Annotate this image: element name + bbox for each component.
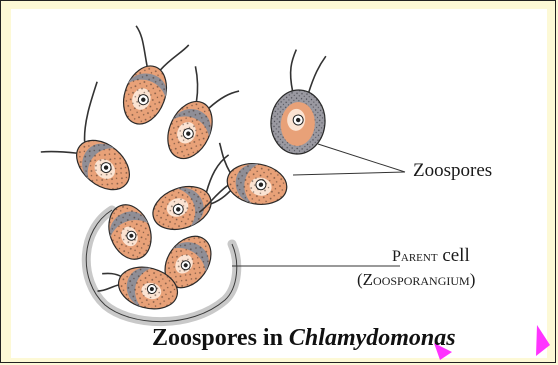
zoospore-4	[142, 155, 247, 237]
zoospore-2	[157, 66, 240, 169]
zoosporangium-label: (Zoosporangium)	[357, 270, 475, 290]
cell-word: cell	[442, 245, 469, 266]
caption-prefix: Zoospores in	[152, 325, 289, 351]
caption-genus: Chlamydomonas	[289, 325, 456, 351]
parent-cell-label: Parent cell	[392, 245, 470, 267]
leader-lines	[232, 144, 405, 266]
figure-caption: Zoospores in Chlamydomonas	[152, 325, 456, 352]
parent-word: Parent	[392, 248, 438, 265]
zoospore-5	[268, 48, 331, 156]
zoospore-6	[199, 141, 292, 226]
zoospores-label: Zoospores	[413, 160, 492, 182]
